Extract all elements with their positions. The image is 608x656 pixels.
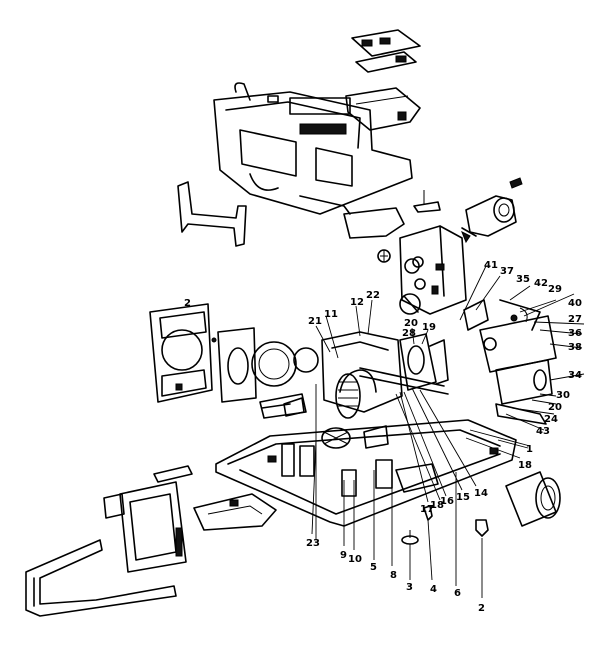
slide-lever-plate — [193, 393, 307, 531]
callout-17: 17 — [420, 504, 434, 515]
callout-29: 29 — [548, 284, 562, 295]
callout-9: 9 — [340, 550, 347, 561]
callout-41: 41 — [484, 260, 498, 271]
knob-2 — [475, 519, 489, 537]
callout-1: 1 — [526, 444, 533, 455]
callout-27: 27 — [568, 314, 582, 325]
callout-20: 20 — [404, 318, 418, 329]
callout-22: 22 — [366, 290, 380, 301]
reflector-disc — [251, 341, 319, 387]
small-clip — [413, 190, 441, 213]
slide-changer-arm — [25, 465, 193, 617]
foot-3 — [401, 530, 419, 545]
callout-19: 19 — [422, 322, 436, 333]
callout-4: 4 — [430, 584, 437, 595]
leader-lines — [311, 265, 585, 598]
callout-18b: 18 — [518, 460, 532, 471]
callout-42: 42 — [534, 278, 548, 289]
callout-5: 5 — [370, 562, 377, 573]
callout-40: 40 — [568, 298, 582, 309]
base-chassis — [215, 419, 517, 527]
reflector-bracket — [211, 327, 257, 403]
motor-assembly — [461, 177, 523, 244]
callout-6: 6 — [454, 588, 461, 599]
projection-lens — [505, 471, 561, 527]
callout-24: 24 — [544, 414, 558, 425]
callout-30: 30 — [556, 390, 570, 401]
part-callouts: 2 3 4 5 6 8 9 10 11 12 14 15 16 17 18 18… — [184, 260, 582, 614]
gear-drum — [335, 373, 361, 419]
callout-8: 8 — [390, 570, 397, 581]
callout-2b: 2 — [184, 298, 191, 309]
callout-35: 35 — [516, 274, 530, 285]
callout-20b: 20 — [548, 402, 562, 413]
callout-16: 16 — [440, 496, 454, 507]
film-gate-frame — [399, 333, 449, 391]
upper-housing — [213, 82, 413, 215]
callout-3: 3 — [406, 582, 413, 593]
cover-plate — [343, 207, 405, 239]
callout-15: 15 — [456, 492, 470, 503]
callout-2: 2 — [478, 603, 485, 614]
top-rail-assembly — [345, 87, 421, 131]
callout-23: 23 — [306, 538, 320, 549]
callout-37: 37 — [500, 266, 514, 277]
right-bracket-assembly — [463, 299, 557, 373]
callout-12: 12 — [350, 297, 364, 308]
callout-10: 10 — [348, 554, 362, 565]
callout-43: 43 — [536, 426, 550, 437]
callout-28: 28 — [402, 328, 416, 339]
callout-14: 14 — [474, 488, 488, 499]
lamp-socket-block — [399, 225, 467, 315]
lens-mount-block — [495, 359, 553, 425]
callout-18: 18 — [430, 500, 444, 511]
u-bracket — [177, 181, 247, 247]
lamp-house-panel — [149, 303, 213, 403]
screw-4 — [423, 505, 433, 521]
fan-wheels — [377, 249, 439, 295]
callout-36: 36 — [568, 328, 582, 339]
callout-21: 21 — [308, 316, 322, 327]
top-slide-plate — [351, 29, 421, 73]
shaft-and-lever — [359, 293, 449, 395]
callout-38: 38 — [568, 342, 582, 353]
callout-34: 34 — [568, 370, 582, 381]
callout-11: 11 — [324, 309, 338, 320]
